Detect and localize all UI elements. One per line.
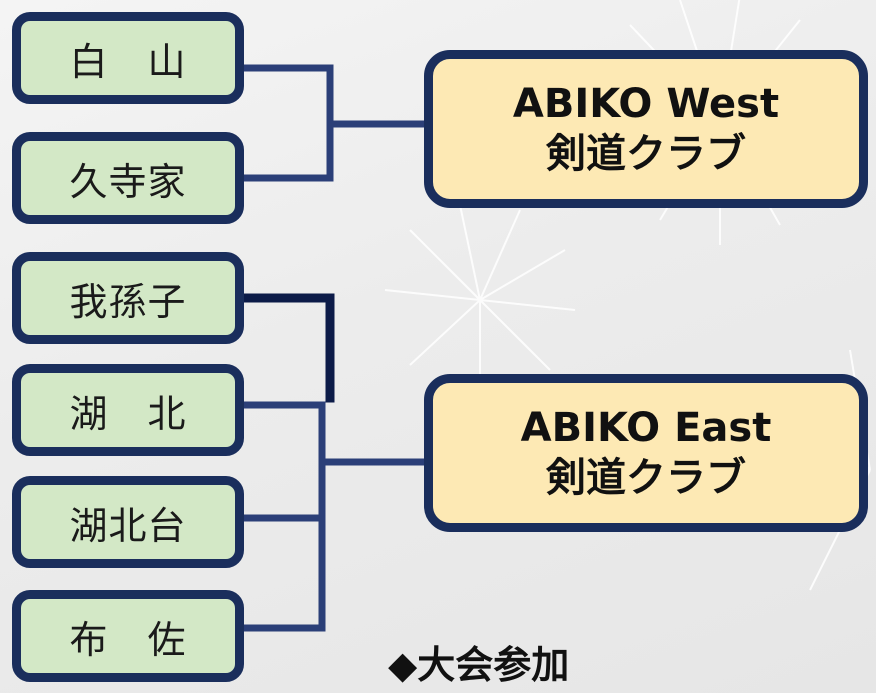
district-label: 久寺家	[69, 159, 187, 204]
club-type: 剣道クラブ	[546, 131, 746, 177]
district-label: 湖 北	[69, 391, 187, 436]
district-box-kujike: 久寺家	[12, 132, 244, 224]
district-box-fusa: 布 佐	[12, 590, 244, 682]
club-type: 剣道クラブ	[546, 455, 746, 501]
club-box-abiko-west: ABIKO West 剣道クラブ	[424, 50, 868, 208]
district-label: 布 佐	[69, 617, 187, 662]
district-label: 湖北台	[69, 503, 187, 548]
district-box-kohoku: 湖 北	[12, 364, 244, 456]
district-label: 白 山	[69, 39, 187, 84]
club-box-abiko-east: ABIKO East 剣道クラブ	[424, 374, 868, 532]
connector-east-upper	[239, 293, 335, 403]
tournament-participation-note: ◆大会参加	[388, 643, 570, 687]
district-box-hakusan: 白 山	[12, 12, 244, 104]
connector-west	[240, 64, 428, 182]
district-box-abiko: 我孫子	[12, 252, 244, 344]
district-label: 我孫子	[69, 279, 187, 324]
club-name: ABIKO East	[520, 405, 772, 451]
connector-east	[240, 401, 428, 632]
club-name: ABIKO West	[512, 81, 780, 127]
district-box-kohokudai: 湖北台	[12, 476, 244, 568]
